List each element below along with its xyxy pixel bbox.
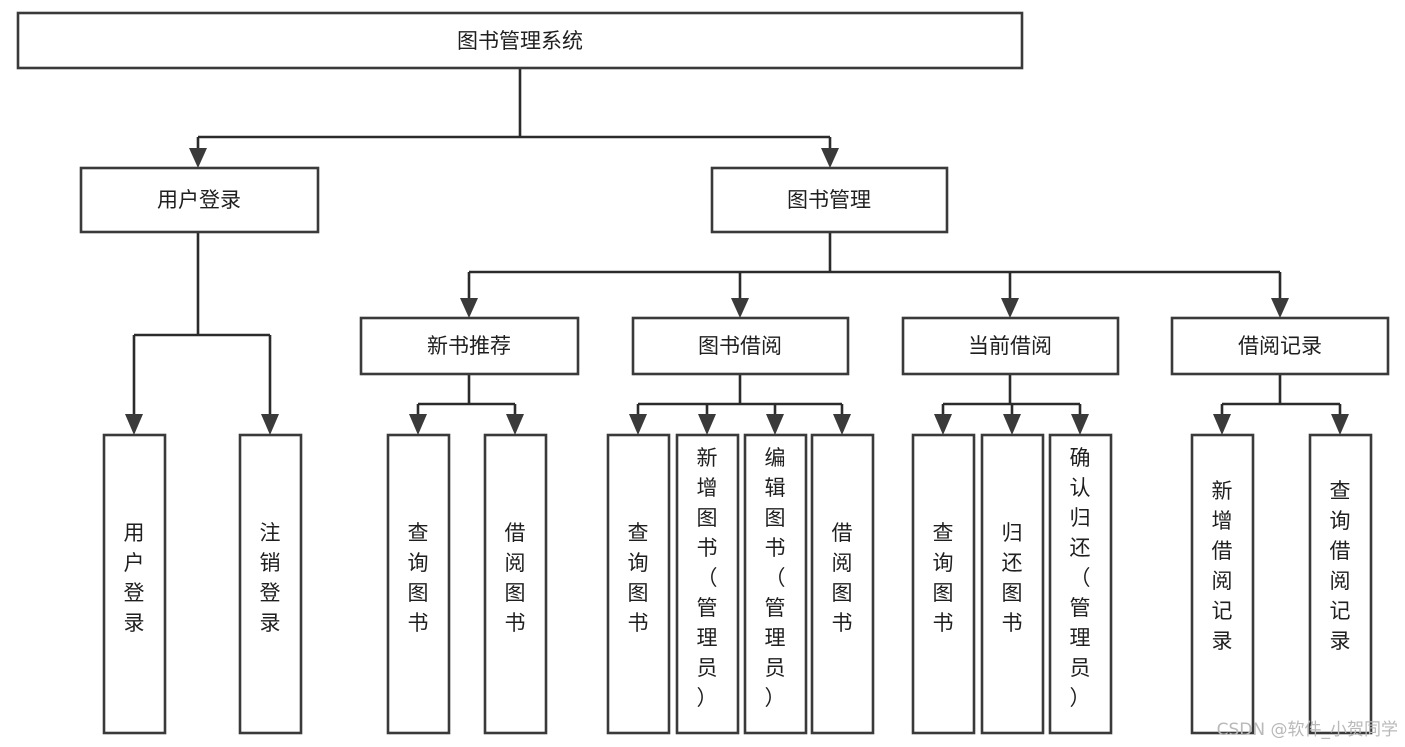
- connector-group-user-login: [125, 232, 279, 435]
- leaf-user-login[interactable]: 用户登录: [102, 433, 167, 735]
- leaf-box-add-book[interactable]: [675, 433, 740, 735]
- leaf-box-return-book[interactable]: [980, 433, 1045, 735]
- node-book-borrow[interactable]: 图书借阅: [631, 316, 850, 376]
- leaf-box-user-login[interactable]: [102, 433, 167, 735]
- node-label-new-book-recommend: 新书推荐: [427, 334, 511, 358]
- connector-group-book-borrow: [629, 374, 851, 435]
- node-box-new-book-recommend[interactable]: [359, 316, 580, 376]
- connector-group-borrow-record: [1213, 374, 1349, 435]
- leaf-query-book-1[interactable]: 查询图书: [386, 433, 451, 735]
- leaf-user-logout[interactable]: 注销登录: [238, 433, 303, 735]
- leaf-box-query-record[interactable]: [1308, 433, 1373, 735]
- leaf-label-borrow-book-1: 借阅图书: [505, 521, 526, 635]
- leaf-add-record[interactable]: 新增借阅记录: [1190, 433, 1255, 735]
- arrowhead-leaf-query-book-2: [629, 414, 647, 435]
- leaf-label-query-book-2: 查询图书: [628, 521, 649, 635]
- leaf-label-edit-book: 编辑图书（管理员）: [765, 446, 786, 710]
- leaf-edit-book[interactable]: 编辑图书（管理员）: [743, 433, 808, 735]
- leaf-box-borrow-book-1[interactable]: [483, 433, 548, 735]
- arrowhead-leaf-edit-book: [766, 414, 784, 435]
- node-box-root[interactable]: [16, 11, 1024, 70]
- node-label-book-management: 图书管理: [787, 188, 871, 212]
- node-current-borrow[interactable]: 当前借阅: [901, 316, 1120, 376]
- leaf-add-book[interactable]: 新增图书（管理员）: [675, 433, 740, 735]
- connector-group-book-management: [460, 232, 1289, 318]
- node-user-login[interactable]: 用户登录: [79, 166, 320, 234]
- connector-group-root: [189, 68, 839, 168]
- leaf-borrow-book-2[interactable]: 借阅图书: [810, 433, 875, 735]
- node-box-borrow-record[interactable]: [1170, 316, 1390, 376]
- arrowhead-leaf-return-book: [1003, 414, 1021, 435]
- leaf-label-user-login: 用户登录: [124, 521, 145, 635]
- leaf-label-borrow-book-2: 借阅图书: [832, 521, 853, 635]
- leaf-query-record[interactable]: 查询借阅记录: [1308, 433, 1373, 735]
- leaf-query-book-2[interactable]: 查询图书: [606, 433, 671, 735]
- leaf-box-query-book-2[interactable]: [606, 433, 671, 735]
- arrowhead-leaf-borrow-book-1: [506, 414, 524, 435]
- leaf-confirm-return[interactable]: 确认归还（管理员）: [1048, 433, 1113, 735]
- arrowhead-leaf-borrow-book-2: [833, 414, 851, 435]
- leaf-label-query-book-1: 查询图书: [408, 521, 429, 635]
- connector-group-new-book-recommend: [409, 374, 524, 435]
- leaf-label-add-record: 新增借阅记录: [1212, 479, 1233, 653]
- node-new-book-recommend[interactable]: 新书推荐: [359, 316, 580, 376]
- leaf-box-query-book-3[interactable]: [911, 433, 976, 735]
- arrowhead-borrow-record: [1271, 298, 1289, 318]
- leaf-label-return-book: 归还图书: [1002, 521, 1023, 635]
- arrowhead-leaf-add-book: [698, 414, 716, 435]
- node-book-management[interactable]: 图书管理: [710, 166, 949, 234]
- node-label-current-borrow: 当前借阅: [968, 334, 1052, 358]
- node-box-book-borrow[interactable]: [631, 316, 850, 376]
- leaf-borrow-book-1[interactable]: 借阅图书: [483, 433, 548, 735]
- leaf-box-borrow-book-2[interactable]: [810, 433, 875, 735]
- arrowhead-user-login: [189, 148, 207, 168]
- node-box-book-management[interactable]: [710, 166, 949, 234]
- arrowhead-leaf-query-book-3: [934, 414, 952, 435]
- arrowhead-leaf-add-record: [1213, 414, 1231, 435]
- arrowhead-current-borrow: [1001, 298, 1019, 318]
- node-box-user-login[interactable]: [79, 166, 320, 234]
- node-label-borrow-record: 借阅记录: [1238, 334, 1322, 358]
- leaf-label-confirm-return: 确认归还（管理员）: [1070, 446, 1091, 710]
- leaf-box-confirm-return[interactable]: [1048, 433, 1113, 735]
- arrowhead-leaf-user-login: [125, 414, 143, 435]
- leaf-label-query-record: 查询借阅记录: [1330, 479, 1351, 653]
- leaf-box-edit-book[interactable]: [743, 433, 808, 735]
- leaf-label-add-book: 新增图书（管理员）: [697, 446, 718, 710]
- node-label-root: 图书管理系统: [457, 29, 583, 53]
- leaf-query-book-3[interactable]: 查询图书: [911, 433, 976, 735]
- leaf-box-add-record[interactable]: [1190, 433, 1255, 735]
- leaf-box-query-book-1[interactable]: [386, 433, 451, 735]
- arrowhead-book-borrow: [731, 298, 749, 318]
- node-box-current-borrow[interactable]: [901, 316, 1120, 376]
- csdn-watermark: CSDN @软件_小贺同学: [1217, 720, 1398, 740]
- leaf-box-user-logout[interactable]: [238, 433, 303, 735]
- arrowhead-leaf-query-book-1: [409, 414, 427, 435]
- leaf-label-query-book-3: 查询图书: [933, 521, 954, 635]
- node-root[interactable]: 图书管理系统: [16, 11, 1024, 70]
- arrowhead-new-book-recommend: [460, 298, 478, 318]
- arrowhead-leaf-query-record: [1331, 414, 1349, 435]
- arrowhead-leaf-user-logout: [261, 414, 279, 435]
- node-borrow-record[interactable]: 借阅记录: [1170, 316, 1390, 376]
- connector-group-current-borrow: [934, 374, 1089, 435]
- leaf-label-user-logout: 注销登录: [260, 521, 281, 635]
- arrowhead-book-management: [821, 148, 839, 168]
- node-label-book-borrow: 图书借阅: [698, 334, 782, 358]
- leaf-return-book[interactable]: 归还图书: [980, 433, 1045, 735]
- arrowhead-leaf-confirm-return: [1071, 414, 1089, 435]
- node-label-user-login: 用户登录: [157, 188, 241, 212]
